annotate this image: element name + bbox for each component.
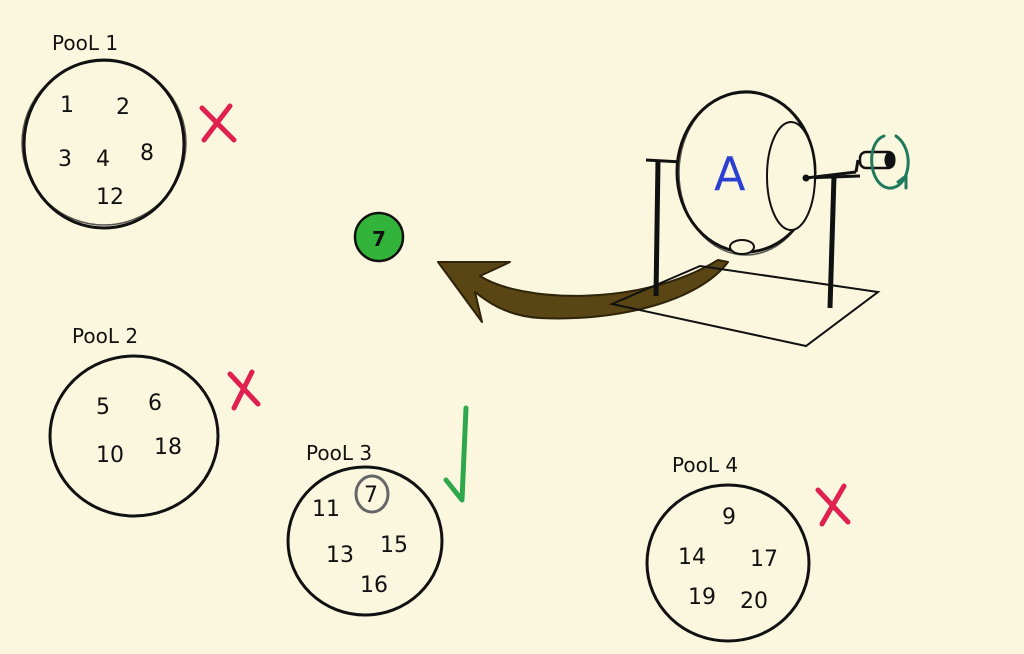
pool-3-number: 13	[326, 543, 354, 568]
pool-3-number: 7	[364, 483, 378, 508]
pool-4-number: 20	[740, 589, 768, 614]
pool-3-number: 15	[380, 533, 408, 558]
pool-2-number: 6	[148, 391, 162, 416]
pool-1-number: 2	[116, 95, 130, 120]
pool-1-number: 12	[96, 185, 124, 210]
pool-4: PooL 4 9 14 17 19 20	[645, 453, 851, 643]
pool-1-title: PooL 1	[52, 31, 118, 55]
pool-4-circle	[645, 483, 811, 643]
pool-4-number: 19	[688, 585, 716, 610]
pool-3-number: 16	[360, 573, 388, 598]
pool-3: PooL 3 11 7 13 15 16	[286, 405, 469, 617]
pool-1-number: 3	[58, 147, 72, 172]
lottery-drum-icon	[608, 90, 896, 348]
pool-1-circle	[22, 58, 186, 230]
cross-mark-icon	[815, 483, 851, 527]
pool-4-number: 9	[722, 505, 736, 530]
pool-3-title: PooL 3	[306, 441, 372, 465]
pool-3-number: 11	[312, 497, 340, 522]
pool-1: PooL 1 1 2 3 4 8 12	[21, 31, 237, 230]
draw-arrow-icon	[437, 259, 729, 323]
pool-1-number: 1	[60, 93, 74, 118]
pool-2-circle	[48, 354, 220, 518]
pool-2-number: 10	[96, 443, 124, 468]
pool-4-number: 14	[678, 545, 706, 570]
cross-mark-icon	[227, 369, 261, 411]
pool-2-title: PooL 2	[72, 324, 138, 348]
cross-mark-icon	[199, 103, 237, 143]
drum-label: A	[714, 147, 746, 201]
rotate-arrow-icon	[870, 134, 910, 190]
pool-2: PooL 2 5 6 10 18	[48, 324, 261, 518]
pool-4-number: 17	[750, 547, 778, 572]
drawn-ball-number: 7	[372, 227, 386, 251]
pool-2-number: 5	[96, 395, 110, 420]
highlight-ring	[354, 474, 390, 514]
drawn-ball: 7	[353, 211, 405, 263]
pool-1-number: 4	[96, 147, 110, 172]
pool-4-title: PooL 4	[672, 453, 738, 477]
pool-2-number: 18	[154, 435, 182, 460]
pool-1-number: 8	[140, 141, 154, 166]
pool-3-circle	[286, 465, 444, 617]
check-mark-icon	[443, 405, 469, 503]
